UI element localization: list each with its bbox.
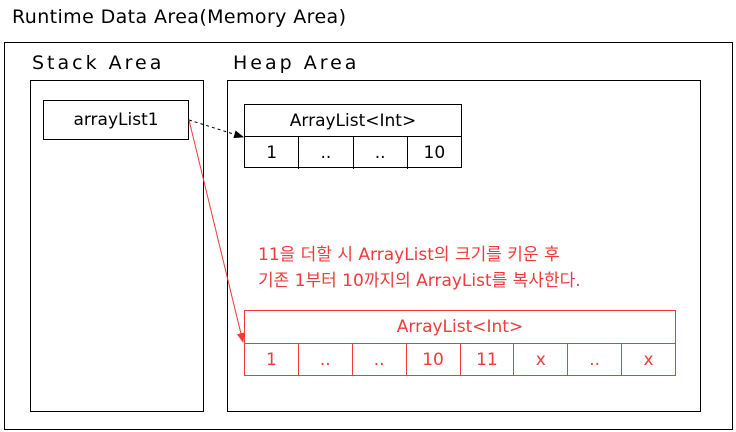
resize-note-line: 11을 더할 시 ArrayList의 크기를 키운 후 — [258, 245, 560, 265]
original-arraylist: ArrayList<Int> 1 .. .. 10 — [244, 104, 462, 169]
resized-arraylist-cell: .. — [299, 344, 353, 376]
stack-area-label: Stack Area — [32, 52, 165, 74]
resized-arraylist-header: ArrayList<Int> — [245, 311, 675, 344]
original-arraylist-cell: .. — [354, 137, 408, 169]
resized-arraylist: ArrayList<Int> 1 .. .. 10 11 x .. x — [244, 310, 676, 376]
stack-variable-box: arrayList1 — [43, 100, 189, 140]
resized-arraylist-cell: .. — [353, 344, 407, 376]
resized-arraylist-cell: 1 — [245, 344, 299, 376]
resized-arraylist-cell: 10 — [407, 344, 461, 376]
resize-note-line: 기존 1부터 10까지의 ArrayList를 복사한다. — [258, 271, 581, 291]
resized-arraylist-cell: 11 — [461, 344, 515, 376]
resize-note: 11을 더할 시 ArrayList의 크기를 키운 후 기존 1부터 10까지… — [258, 242, 581, 294]
stack-variable-label: arrayList1 — [73, 110, 159, 130]
resized-arraylist-cell: .. — [568, 344, 623, 376]
resized-arraylist-cell: x — [643, 350, 654, 370]
original-arraylist-cells: 1 .. .. 10 — [245, 137, 461, 169]
original-arraylist-cell: 10 — [423, 143, 446, 163]
resized-arraylist-cells: 1 .. .. 10 11 x .. x — [245, 344, 675, 376]
resized-arraylist-cell: x — [514, 344, 569, 376]
original-arraylist-cell: .. — [299, 137, 354, 169]
runtime-data-area-frame — [4, 42, 733, 430]
original-arraylist-header: ArrayList<Int> — [245, 105, 461, 137]
diagram-title: Runtime Data Area(Memory Area) — [12, 6, 347, 28]
heap-area-label: Heap Area — [233, 52, 360, 74]
original-arraylist-cell: 1 — [245, 137, 300, 169]
